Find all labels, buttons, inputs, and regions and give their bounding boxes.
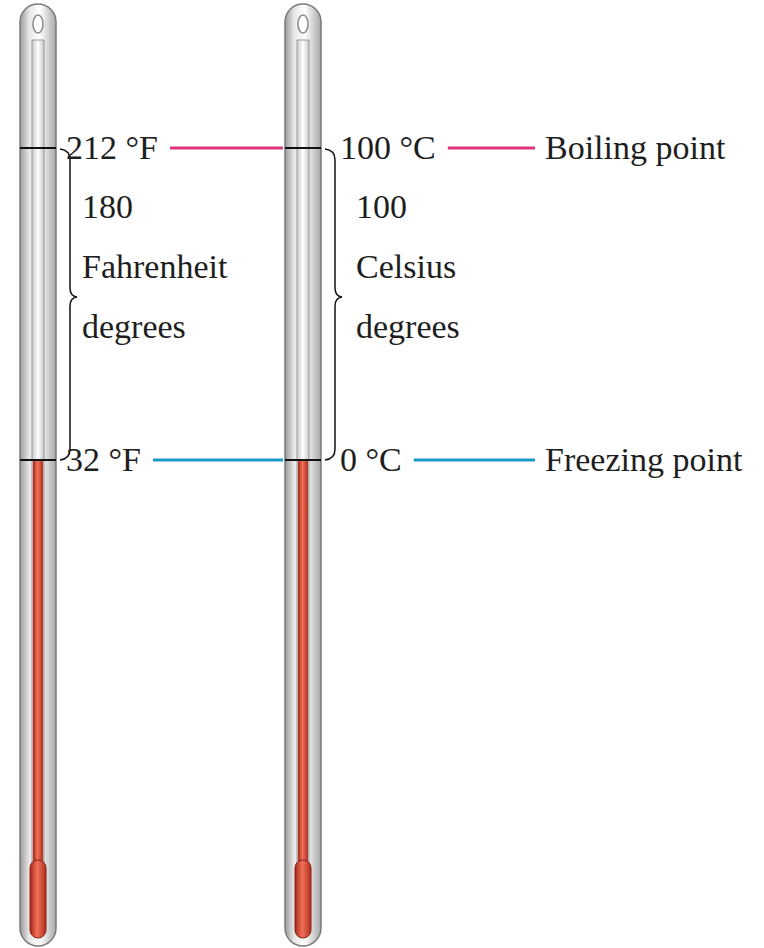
interval-label: 180 Fahrenheit degrees bbox=[82, 177, 227, 357]
interval-label: 100 Celsius degrees bbox=[356, 177, 460, 357]
boiling-leader-line bbox=[170, 147, 283, 150]
temperature-value: 0 °C bbox=[340, 440, 402, 480]
temperature-value: 212 °F bbox=[66, 128, 158, 168]
temperature-value: 32 °F bbox=[66, 440, 141, 480]
point-label: Freezing point bbox=[545, 440, 742, 480]
celsius-bracket bbox=[325, 149, 342, 460]
celsius-thermometer bbox=[285, 4, 321, 946]
freezing-leader-line bbox=[414, 459, 535, 462]
boiling-leader-line bbox=[448, 147, 535, 150]
freezing-leader-line bbox=[153, 459, 283, 462]
fahrenheit-bracket bbox=[60, 149, 77, 460]
fahrenheit-thermometer bbox=[20, 4, 56, 946]
temperature-value: 100 °C bbox=[340, 128, 436, 168]
point-label: Boiling point bbox=[545, 128, 725, 168]
